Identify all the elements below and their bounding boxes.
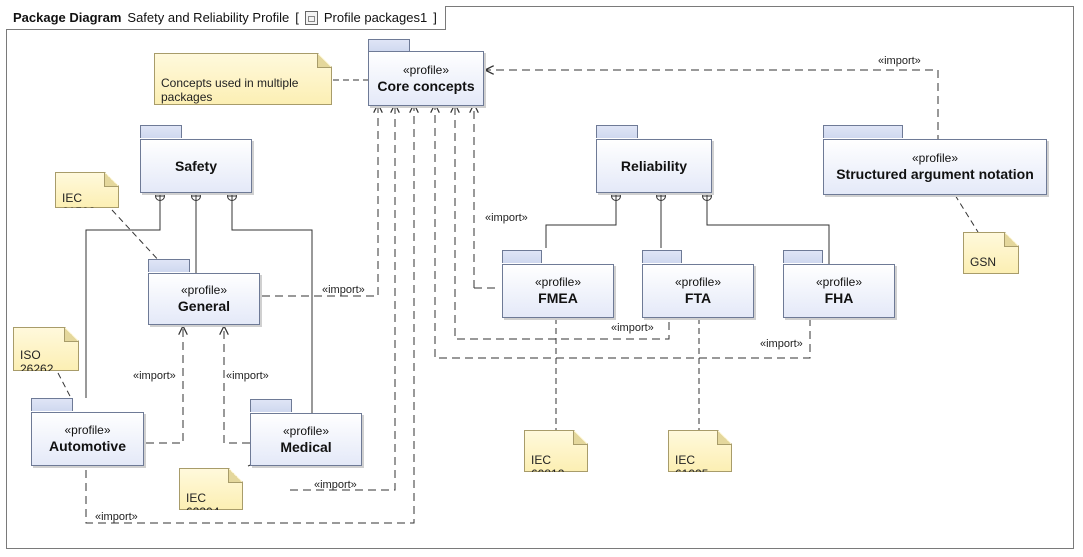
package-fta[interactable]: «profile» FTA — [642, 250, 754, 318]
import-label-san-to-core: «import» — [878, 55, 921, 67]
import-label-medical-to-general: «import» — [226, 370, 269, 382]
note-iso-26262[interactable]: ISO 26262 — [13, 327, 79, 371]
package-name: FHA — [824, 290, 854, 306]
frame-close-bracket: ] — [433, 10, 437, 25]
package-core-concepts[interactable]: «profile» Core concepts — [368, 39, 484, 106]
package-name: FMEA — [538, 290, 578, 306]
package-tab — [148, 259, 190, 272]
package-tab — [140, 125, 182, 138]
package-automotive[interactable]: «profile» Automotive — [31, 398, 144, 466]
package-tab — [642, 250, 682, 263]
package-stereotype: «profile» — [815, 275, 863, 289]
note-iec-61508[interactable]: IEC 61508 — [55, 172, 119, 208]
package-body: «profile» FTA — [642, 264, 754, 318]
package-name: General — [177, 298, 231, 314]
note-text: GSN — [970, 255, 997, 269]
package-tab — [31, 398, 73, 411]
package-body: «profile» Automotive — [31, 412, 144, 466]
import-label-fmea-to-core: «import» — [485, 212, 528, 224]
package-stereotype: «profile» — [402, 62, 450, 77]
package-stereotype: «profile» — [64, 423, 111, 437]
package-stereotype: «profile» — [282, 423, 330, 438]
package-name: Safety — [174, 158, 218, 174]
diagram-icon — [304, 10, 318, 25]
package-body: «profile» Medical — [250, 413, 362, 466]
note-text: Concepts used in multiple packages — [161, 76, 299, 104]
import-label-medical-to-core: «import» — [314, 479, 357, 491]
package-body: Safety — [140, 139, 252, 193]
import-label-general-to-core: «import» — [322, 284, 365, 296]
diagram-context: Profile packages1 — [323, 10, 428, 25]
package-tab — [502, 250, 542, 263]
package-fmea[interactable]: «profile» FMEA — [502, 250, 614, 318]
diagram-kind: Package Diagram — [13, 10, 122, 25]
note-iec-60812[interactable]: IEC 60812 — [524, 430, 588, 472]
package-stereotype: «profile» — [180, 283, 228, 297]
package-body: Reliability — [596, 139, 712, 193]
package-name: FTA — [684, 290, 712, 306]
package-reliability[interactable]: Reliability — [596, 125, 712, 193]
package-safety[interactable]: Safety — [140, 125, 252, 193]
package-tab — [596, 125, 638, 138]
note-gsn[interactable]: GSN — [963, 232, 1019, 274]
package-name: Core concepts — [377, 77, 475, 94]
package-stereotype: «profile» — [674, 275, 722, 289]
note-iec-61025[interactable]: IEC 61025 — [668, 430, 732, 472]
package-body: «profile» FMEA — [502, 264, 614, 318]
import-label-fta-to-core: «import» — [611, 322, 654, 334]
package-tab — [783, 250, 823, 263]
package-tab — [823, 125, 903, 138]
frame-open-bracket: [ — [295, 10, 299, 25]
note-iec-62304[interactable]: IEC 62304 — [179, 468, 243, 510]
package-stereotype: «profile» — [911, 151, 959, 165]
package-name: Structured argument notation — [836, 166, 1034, 182]
package-tab — [250, 399, 292, 412]
note-core-concepts[interactable]: Concepts used in multiple packages — [154, 53, 332, 105]
package-body: «profile» Core concepts — [368, 51, 484, 106]
package-name: Medical — [280, 438, 332, 455]
package-medical[interactable]: «profile» Medical — [250, 399, 362, 466]
import-label-fha-to-core: «import» — [760, 338, 803, 350]
package-body: «profile» General — [148, 273, 260, 325]
diagram-name: Safety and Reliability Profile — [127, 10, 290, 25]
package-body: «profile» FHA — [783, 264, 895, 318]
import-label-automotive-to-general: «import» — [133, 370, 176, 382]
package-name: Automotive — [49, 438, 126, 454]
package-fha[interactable]: «profile» FHA — [783, 250, 895, 318]
package-name: Reliability — [620, 158, 688, 174]
package-general[interactable]: «profile» General — [148, 259, 260, 325]
package-body: «profile» Structured argument notation — [823, 139, 1047, 195]
import-label-automotive-to-core: «import» — [95, 511, 138, 523]
package-tab — [368, 39, 410, 52]
package-stereotype: «profile» — [534, 275, 582, 289]
diagram-title-tab: Package Diagram Safety and Reliability P… — [6, 6, 446, 30]
package-structured-argument-notation[interactable]: «profile» Structured argument notation — [823, 125, 1047, 195]
